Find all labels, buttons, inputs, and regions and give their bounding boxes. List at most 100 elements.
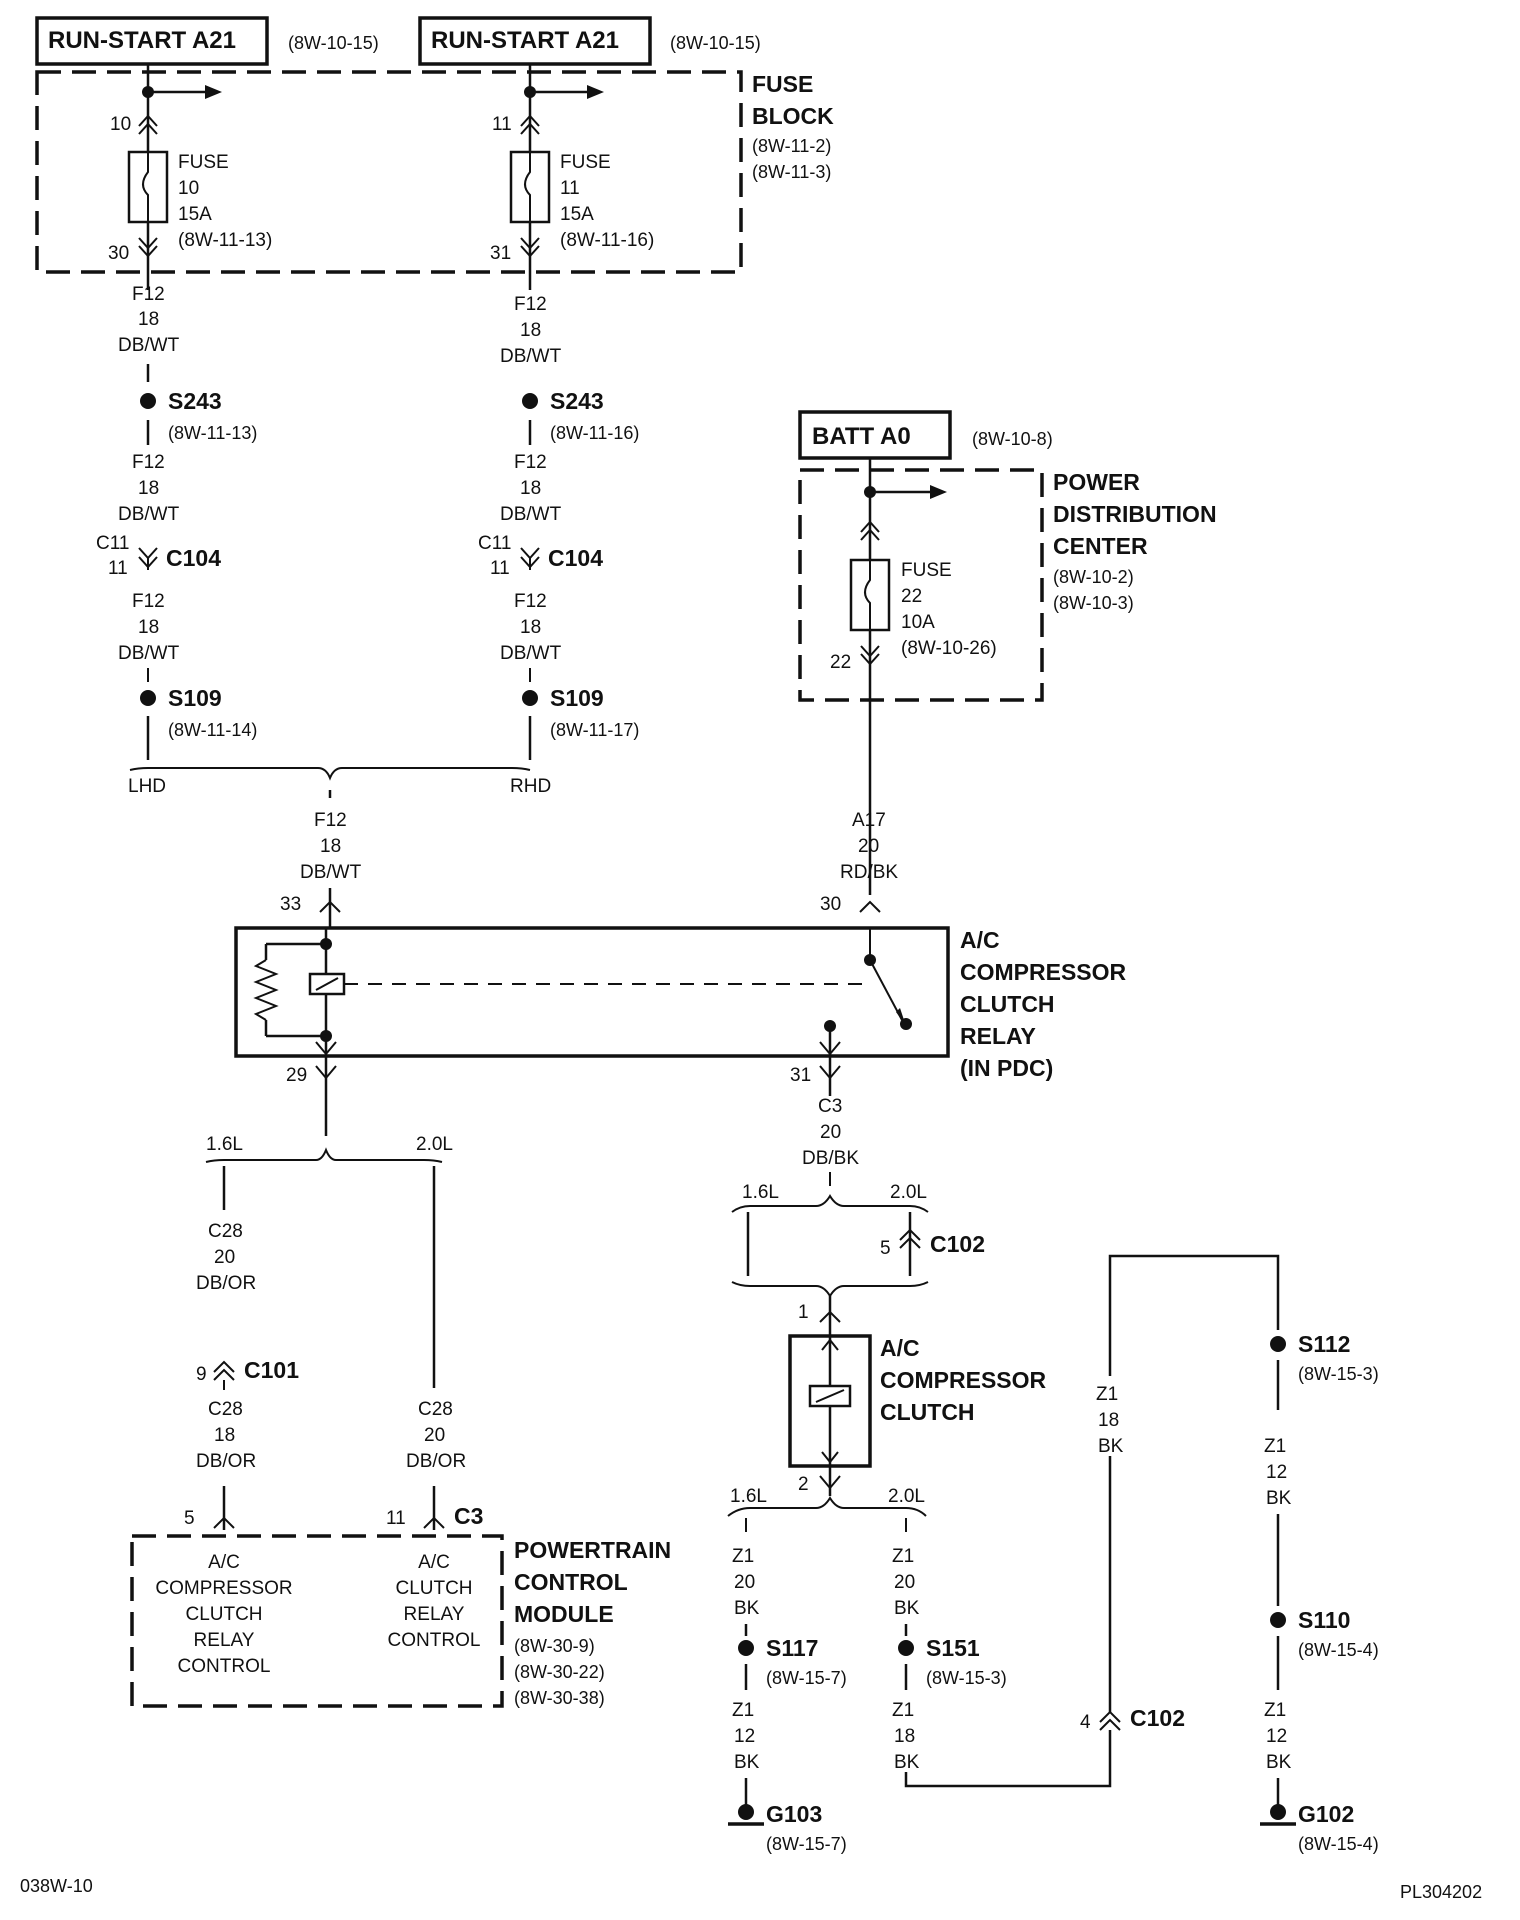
c102-bottom-pin: 4 [1080,1712,1091,1733]
fuse-10-pin-in: 10 [110,114,131,135]
relay-pin-30: 30 [820,894,841,915]
batt-a0-ref: (8W-10-8) [972,429,1053,449]
left-w2-gauge: 18 [138,478,159,499]
pcm-pin-5: 5 [184,1508,195,1529]
relay-title-1: A/C [960,927,1000,953]
zb-color: BK [894,1598,920,1619]
fuse-10-pin-out: 30 [108,243,129,264]
zf-color: BK [1266,1488,1292,1509]
left-w3-color: DB/WT [118,643,180,664]
batt-wire-gauge: 20 [858,836,879,857]
clutch-engine-bracket-top [731,1194,929,1213]
ground-option-16l: 1.6L [730,1486,767,1507]
connector-c104-right-symbol [520,547,540,570]
c28c-gauge: 20 [424,1425,445,1446]
g103-name: G103 [766,1801,822,1827]
pcm-left-line-2: COMPRESSOR [155,1578,292,1599]
c28b-gauge: 18 [214,1425,235,1446]
fuse-22-pin-out: 22 [830,652,851,673]
left-w1-circuit: F12 [132,284,165,305]
option-rhd: RHD [510,776,551,797]
pcm-conn-c3: C3 [454,1503,483,1529]
c102-bottom-name: C102 [1130,1705,1185,1731]
relay-internals [253,928,912,1056]
zf-circuit: Z1 [1264,1436,1286,1457]
fuse-10-label-4: (8W-11-13) [178,230,272,251]
pcm-ref-2: (8W-30-22) [514,1662,605,1682]
zg-circuit: Z1 [1264,1700,1286,1721]
c3-wire-color: DB/BK [802,1148,859,1169]
left-w1-gauge: 18 [138,309,159,330]
pdc-title-1: POWER [1053,469,1140,495]
relay-pin33-connector [319,900,341,913]
s112-ref: (8W-15-3) [1298,1364,1379,1384]
ze-circuit: Z1 [1096,1384,1118,1405]
right-w1-color: DB/WT [500,346,562,367]
ground-g103 [728,1804,764,1826]
relay-pin31-connector [819,1065,841,1080]
run-start-left-ref: (8W-10-15) [288,33,379,53]
za-circuit: Z1 [732,1546,754,1567]
pcm-right-line-3: RELAY [404,1604,465,1625]
fuse-11-label-1: FUSE [560,152,611,173]
splice-s109-left [140,690,156,706]
clutch-engine-bracket-bottom [731,1281,929,1298]
c3-wire-gauge: 20 [820,1122,841,1143]
zb-circuit: Z1 [892,1546,914,1567]
batt-a0-label: BATT A0 [812,423,911,450]
fuse-10-label-2: 10 [178,178,199,199]
fuse-10-label-3: 15A [178,204,212,225]
left-w1-color: DB/WT [118,335,180,356]
footer-left: 038W-10 [20,1876,93,1896]
batt-wire-circuit: A17 [852,810,886,831]
batt-a0-box [798,410,952,460]
clutch-pin-2: 2 [798,1474,809,1495]
pcm-title-2: CONTROL [514,1569,628,1595]
left-w2-color: DB/WT [118,504,180,525]
fuse-11-label-3: 15A [560,204,594,225]
clutch-title-1: A/C [880,1335,920,1361]
zc-gauge: 12 [734,1726,755,1747]
left-w2-circuit: F12 [132,452,165,473]
c104-right-pin-b: 11 [490,558,510,579]
c102-top-name: C102 [930,1231,985,1257]
option-lhd: LHD [128,776,166,797]
splice-s151 [898,1640,914,1656]
fuse-22-label-4: (8W-10-26) [901,638,997,659]
relay-pin30-connector [859,900,881,913]
za-color: BK [734,1598,760,1619]
pcm-ref-1: (8W-30-9) [514,1636,595,1656]
pcm-title-3: MODULE [514,1601,614,1627]
relay-in-circuit: F12 [314,810,347,831]
fuse-10 [127,64,222,290]
splice-s110 [1270,1612,1286,1628]
relay-pin29-connector [315,1065,337,1080]
relay-pin-29: 29 [286,1065,307,1086]
relay-title-4: RELAY [960,1023,1036,1049]
clutch-top-16l: 1.6L [742,1182,779,1203]
z1-ground-return-wire [904,1730,1112,1788]
left-w3-gauge: 18 [138,617,159,638]
pdc-ref-2: (8W-10-3) [1053,593,1134,613]
relay-in-gauge: 18 [320,836,341,857]
right-w2-gauge: 18 [520,478,541,499]
s117-name: S117 [766,1635,818,1661]
z1-ground-top-wire [1108,1254,1280,1376]
c28a-circuit: C28 [208,1221,243,1242]
pcm-right-line-4: CONTROL [388,1630,481,1651]
right-w1-circuit: F12 [514,294,547,315]
relay-pin-31: 31 [790,1065,811,1086]
c28a-color: DB/OR [196,1273,256,1294]
relay-in-color: DB/WT [300,862,362,883]
pcm-left-label: A/C COMPRESSOR CLUTCH RELAY CONTROL [155,1552,292,1677]
s117-ref: (8W-15-7) [766,1668,847,1688]
c28b-color: DB/OR [196,1451,256,1472]
pcm-left-line-3: CLUTCH [185,1604,262,1625]
pdc-outline [798,468,1044,702]
splice-s117 [738,1640,754,1656]
ze-gauge: 18 [1098,1410,1119,1431]
fuse-block-title-1: FUSE [752,71,813,97]
g102-ref: (8W-15-4) [1298,1834,1379,1854]
zd-color: BK [894,1752,920,1773]
